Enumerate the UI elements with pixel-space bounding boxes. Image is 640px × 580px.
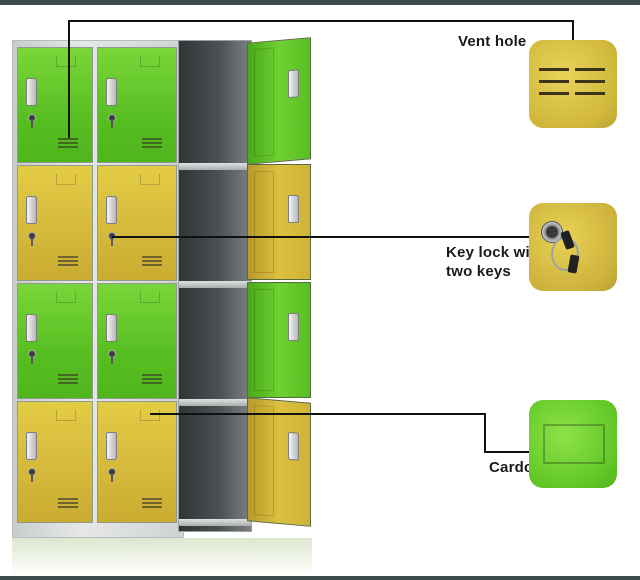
- vent-slot: [575, 80, 605, 83]
- vent-slot: [539, 80, 569, 83]
- key-lock-label-line2: two keys: [446, 263, 511, 280]
- floor-reflection: [12, 538, 312, 576]
- key-lock-icon: [28, 232, 36, 246]
- key-icon: [567, 254, 580, 274]
- shelf: [179, 519, 251, 526]
- vent-hole-icon: [58, 498, 78, 508]
- vent-hole-icon: [58, 374, 78, 384]
- locker-door-green: [17, 47, 93, 163]
- door-handle: [26, 78, 37, 106]
- open-door-yellow: [247, 164, 311, 280]
- door-handle: [106, 314, 117, 342]
- cardcase-slot: [56, 410, 76, 421]
- key-lock-thumbnail: [529, 203, 617, 291]
- key-lock-icon: [108, 468, 116, 482]
- key-lock-icon: [28, 350, 36, 364]
- locker-door-yellow: [17, 165, 93, 281]
- key-lock-icon: [108, 350, 116, 364]
- cardcase-callout-line: [484, 413, 486, 453]
- door-handle: [106, 78, 117, 106]
- key-lock-callout-line: [112, 236, 532, 238]
- vent-slot: [539, 92, 569, 95]
- cardcase-slot: [140, 174, 160, 185]
- vent-hole-icon: [58, 138, 78, 148]
- cardcase-callout-line: [484, 451, 532, 453]
- locker-door-yellow: [17, 401, 93, 523]
- vent-callout-line: [68, 20, 70, 138]
- door-inner-panel: [254, 47, 274, 158]
- door-handle: [288, 313, 299, 341]
- vent-slot: [539, 68, 569, 71]
- door-handle: [288, 431, 299, 461]
- locker-cabinet: [12, 40, 184, 538]
- vent-hole-icon: [142, 498, 162, 508]
- cardcase-icon: [543, 424, 605, 464]
- open-door-yellow: [247, 397, 311, 527]
- cardcase-slot: [140, 292, 160, 303]
- door-handle: [26, 314, 37, 342]
- shelf: [179, 163, 251, 170]
- cardcase-slot: [56, 174, 76, 185]
- bottom-border-bar: [0, 576, 640, 580]
- door-handle: [288, 69, 299, 99]
- door-inner-panel: [254, 289, 274, 391]
- door-inner-panel: [254, 171, 274, 273]
- door-inner-panel: [254, 404, 274, 517]
- locker-door-yellow: [97, 401, 177, 523]
- key-lock-icon: [28, 114, 36, 128]
- shelf: [179, 399, 251, 406]
- locker-door-green: [97, 283, 177, 399]
- cardcase-slot: [56, 292, 76, 303]
- vent-hole-thumbnail: [529, 40, 617, 128]
- key-lock-label-line1: Key lock with: [446, 244, 545, 261]
- cardcase-slot: [140, 410, 160, 421]
- cardcase-slot: [56, 56, 76, 67]
- locker-door-green: [97, 47, 177, 163]
- key-lock-icon: [108, 114, 116, 128]
- cardcase-thumbnail: [529, 400, 617, 488]
- vent-slot: [575, 68, 605, 71]
- door-handle: [288, 195, 299, 223]
- vent-hole-icon: [142, 374, 162, 384]
- door-handle: [106, 196, 117, 224]
- locker-door-yellow: [97, 165, 177, 281]
- locker-door-green: [17, 283, 93, 399]
- door-handle: [106, 432, 117, 460]
- cardcase-callout-line: [150, 413, 486, 415]
- shelf: [179, 281, 251, 288]
- open-door-green: [247, 37, 311, 165]
- vent-hole-icon: [142, 138, 162, 148]
- vent-hole-icon: [58, 256, 78, 266]
- top-border-bar: [0, 0, 640, 5]
- door-handle: [26, 432, 37, 460]
- vent-hole-label: Vent hole: [458, 33, 527, 50]
- cardcase-slot: [140, 56, 160, 67]
- vent-callout-line: [68, 20, 574, 22]
- vent-callout-line: [572, 20, 574, 42]
- door-handle: [26, 196, 37, 224]
- vent-hole-icon: [142, 256, 162, 266]
- open-locker-interior: [178, 40, 252, 532]
- open-door-green: [247, 282, 311, 398]
- key-lock-icon: [28, 468, 36, 482]
- vent-slot: [575, 92, 605, 95]
